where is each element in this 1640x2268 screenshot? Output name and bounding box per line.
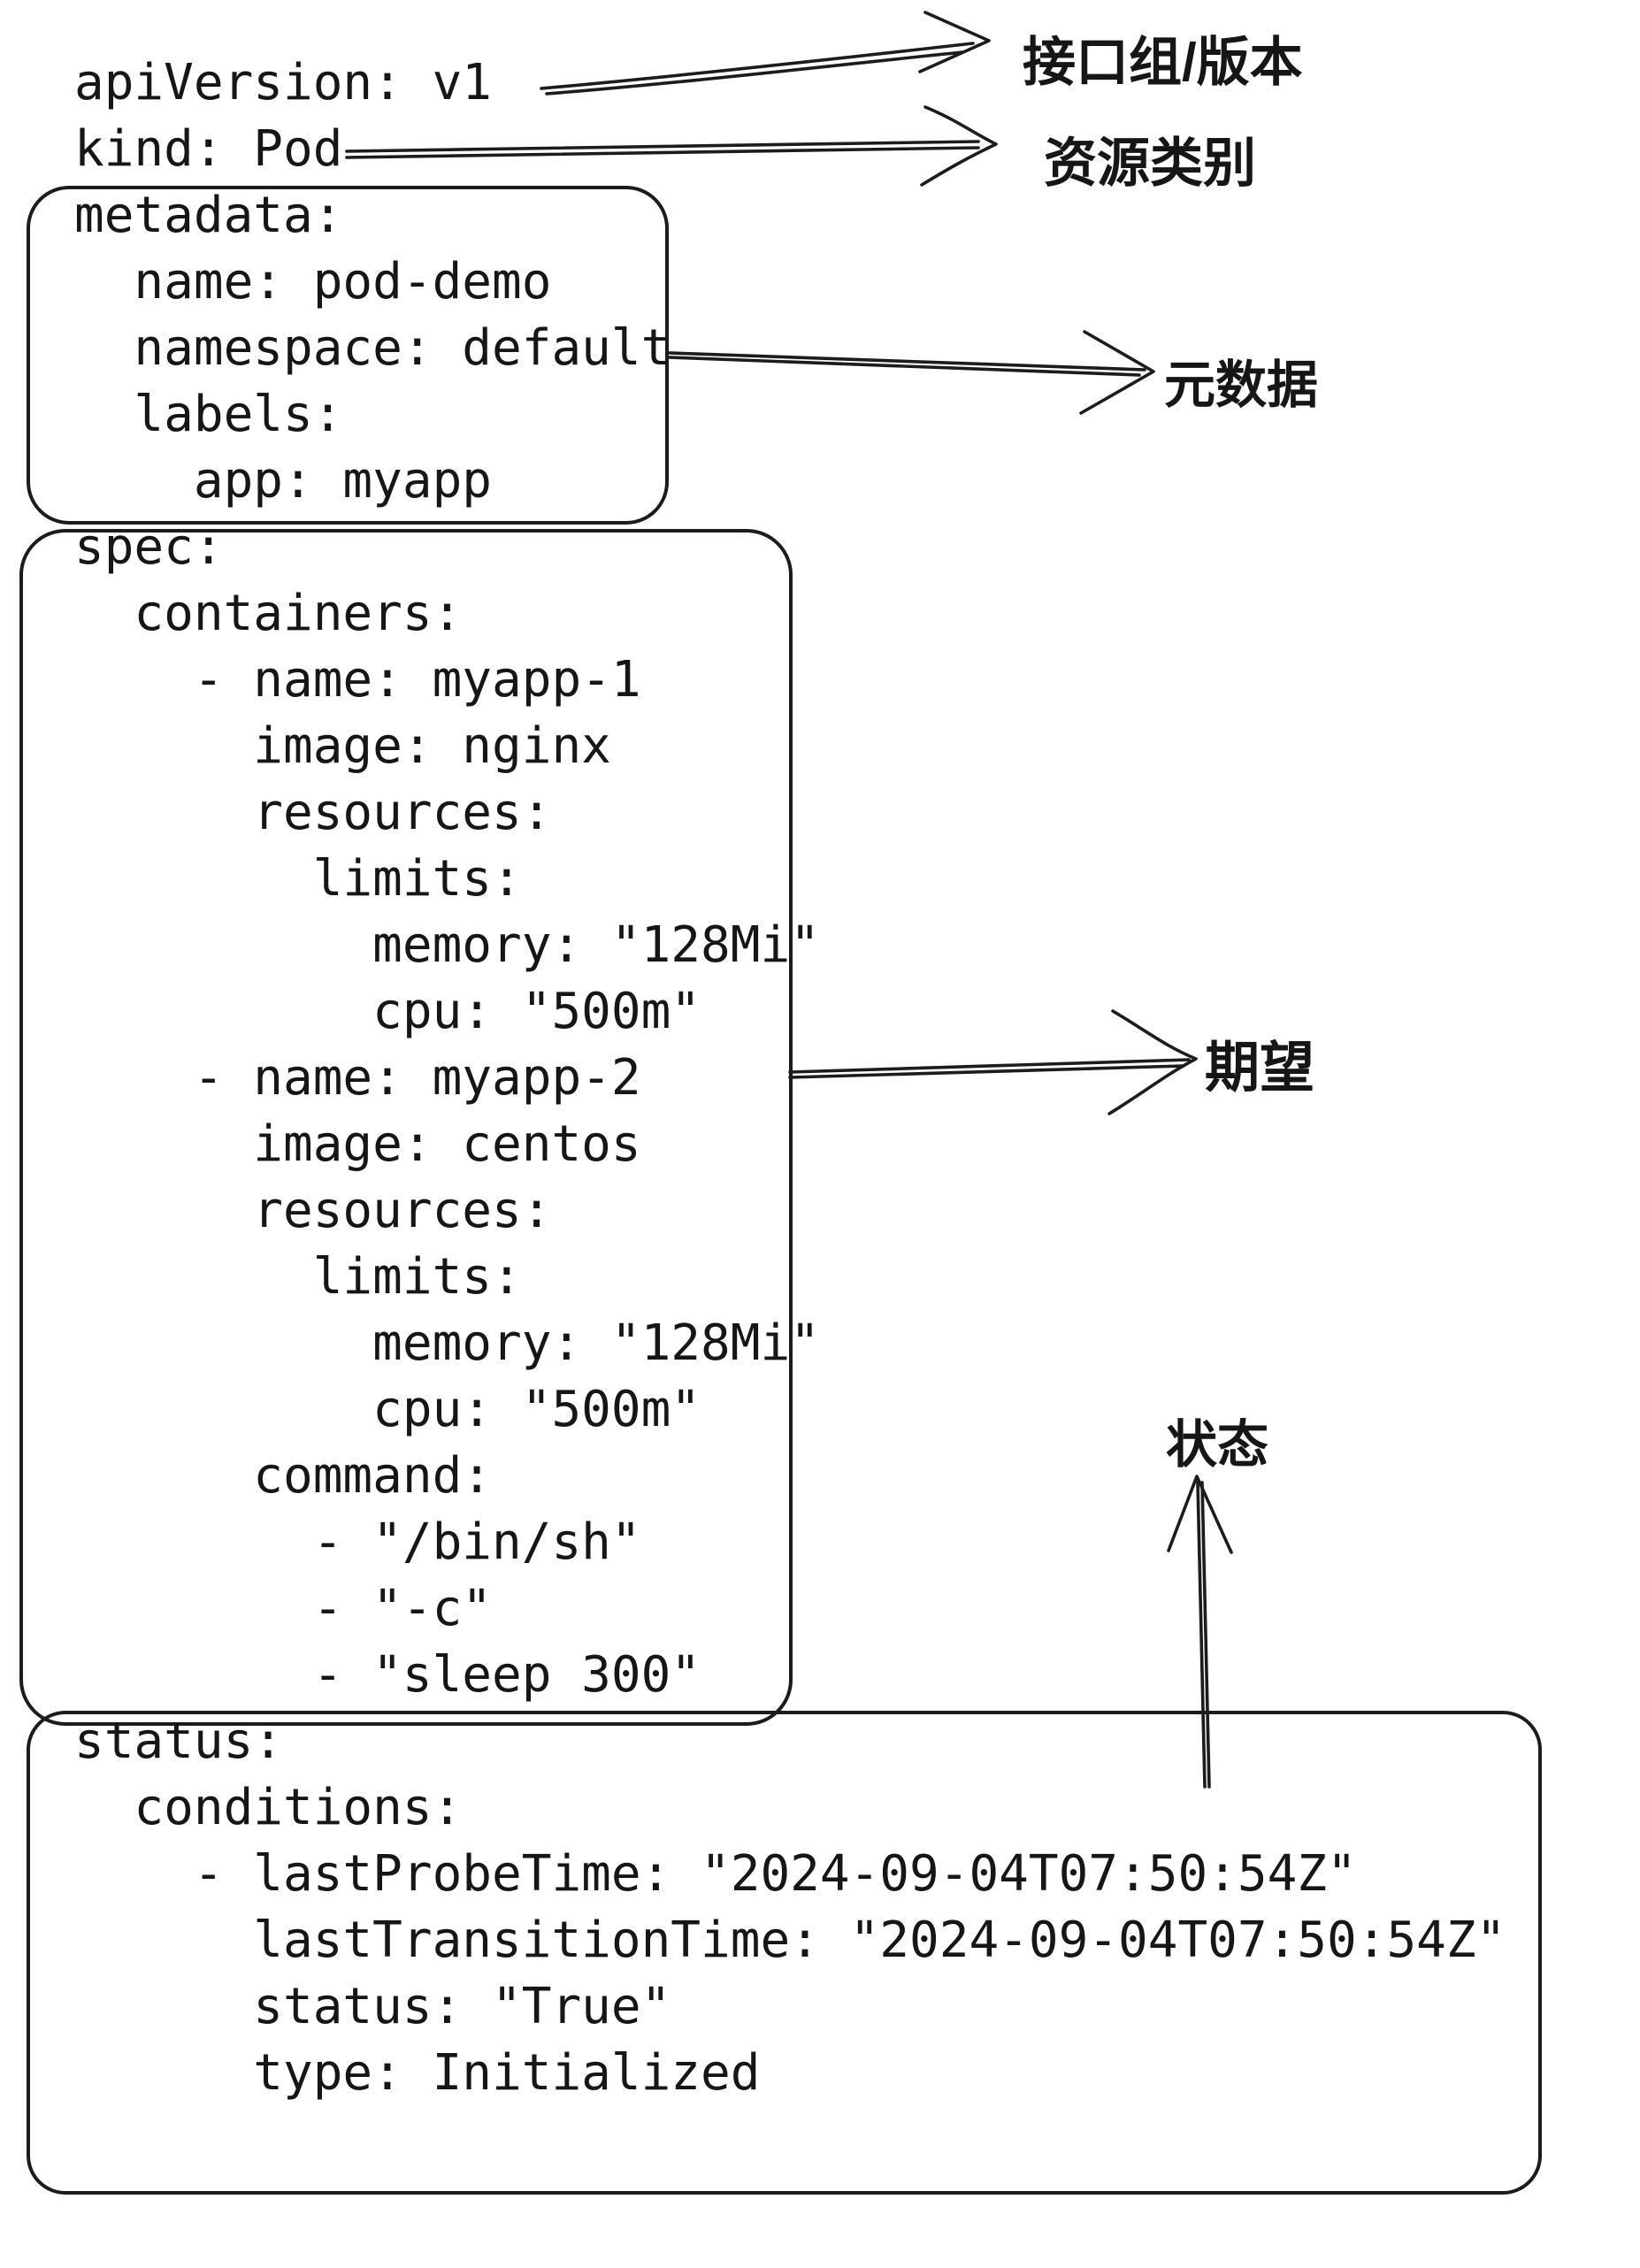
label-desired: 期望 — [1205, 1038, 1315, 1099]
label-status: 状态 — [1166, 1416, 1269, 1474]
spec-box — [19, 529, 793, 1726]
label-metadata: 元数据 — [1164, 356, 1319, 414]
label-resource-kind: 资源类别 — [1044, 134, 1256, 193]
metadata-box — [27, 186, 669, 525]
label-api-group-version: 接口组/版本 — [1023, 33, 1303, 92]
status-box — [27, 1711, 1542, 2195]
pod-yaml-text: apiVersion: v1 kind: Pod metadata: name:… — [74, 54, 1506, 2102]
